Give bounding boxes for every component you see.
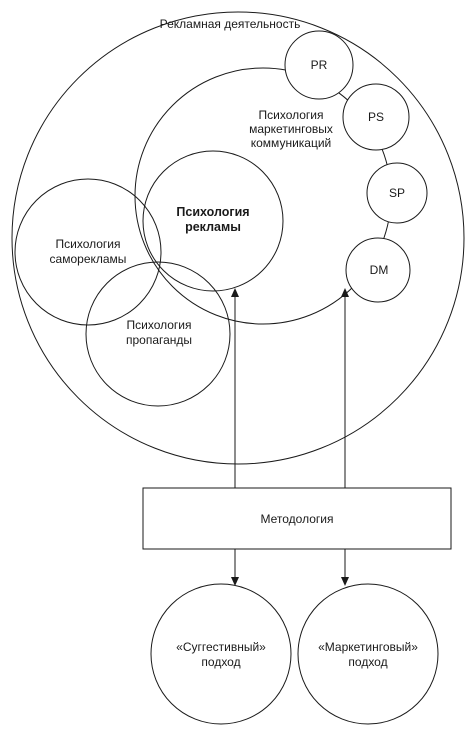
marketing-approach-circle (297, 583, 439, 725)
pr-circle (284, 30, 354, 100)
ps-circle (342, 83, 410, 151)
ps-label: PS (368, 110, 384, 124)
advertising-activity-label: Рекламная деятельность (160, 17, 301, 31)
advertising-activity-circle (11, 11, 465, 465)
sp-label: SP (389, 186, 405, 200)
self-advertising-label-1: Психология (56, 237, 121, 251)
suggestive-approach-label-1: «Суггестивный» (176, 640, 266, 654)
suggestive-approach-circle (150, 583, 292, 725)
sp-circle (366, 162, 428, 224)
propaganda-label-2: пропаганды (126, 333, 192, 347)
advertising-psychology-label-1: Психология (176, 205, 249, 219)
suggestive-approach-label-2: подход (201, 655, 240, 669)
marketing-approach-label-1: «Маркетинговый» (318, 640, 418, 654)
methodology-box (142, 487, 452, 550)
self-advertising-label-2: саморекламы (50, 252, 127, 266)
dm-label: DM (370, 263, 389, 277)
marketing-approach-label-2: подход (348, 655, 387, 669)
self-advertising-circle (14, 178, 162, 326)
advertising-psychology-label-2: рекламы (185, 220, 241, 234)
arrow-to-marketing-head (341, 288, 349, 297)
dm-circle (345, 237, 411, 303)
propaganda-label-1: Психология (127, 318, 192, 332)
marketing-communications-label-2: маркетинговых (249, 122, 333, 136)
propaganda-circle (85, 261, 231, 407)
arrow-to-marketing-approach-head (341, 577, 349, 586)
arrow-to-suggestive-head (231, 577, 239, 586)
advertising-psychology-circle (142, 150, 284, 292)
arrow-to-advertising-head (231, 288, 239, 297)
methodology-label: Методология (261, 512, 334, 526)
marketing-communications-label-3: коммуникаций (251, 136, 332, 150)
pr-label: PR (311, 58, 328, 72)
marketing-communications-label-1: Психология (259, 108, 324, 122)
